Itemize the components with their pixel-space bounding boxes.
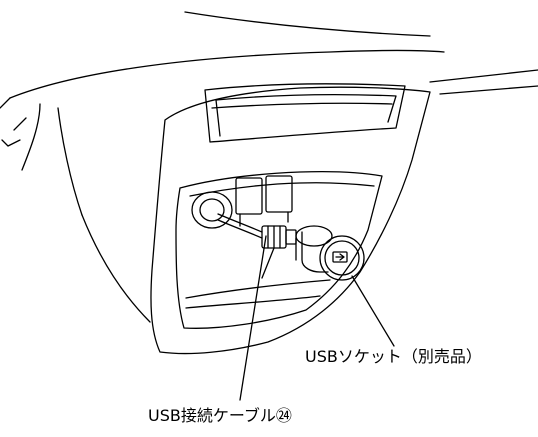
usb-socket-label: USBソケット（別売品）	[305, 347, 482, 366]
tray-floor	[186, 280, 330, 298]
upper-slot-inner	[216, 95, 396, 122]
lower-opening	[176, 172, 382, 329]
dashboard-top-edge	[185, 12, 430, 36]
usb-socket-rear	[296, 226, 332, 246]
usb-connector-head	[286, 230, 296, 244]
dashboard-right-edge	[430, 70, 538, 82]
upper-slot-outer	[205, 84, 405, 142]
usb-socket-barrel	[302, 232, 328, 272]
dashboard-upper-edge	[10, 51, 444, 99]
lower-opening-inner	[190, 183, 374, 196]
accessory-socket-inner	[200, 199, 224, 221]
upper-slot-lip	[212, 103, 392, 108]
switch-blank-1	[236, 178, 262, 214]
usb-socket-face-outer	[320, 236, 364, 280]
tray-floor-2	[186, 296, 320, 308]
dash-left-body	[22, 104, 40, 170]
dashboard-right-edge-2	[440, 86, 538, 94]
accessory-socket-outer	[192, 192, 232, 228]
dash-left-contour	[0, 98, 10, 108]
usb-port-symbol	[336, 254, 344, 260]
upper-slot-inner-2	[216, 100, 220, 136]
usb-socket-face-inner	[325, 241, 359, 275]
usb-cable-label: USB接続ケーブル㉔	[148, 406, 292, 425]
dash-left-flap	[2, 140, 20, 146]
usb-socket-leader-line	[352, 276, 394, 346]
usb-cable-line	[218, 214, 262, 232]
dash-left-small	[14, 118, 26, 130]
usb-cable-leader-line	[240, 236, 266, 400]
dash-left-body-3	[82, 215, 150, 322]
center-panel-outer	[151, 87, 430, 353]
switch-blank-2	[266, 176, 292, 212]
dash-left-body-2	[58, 108, 82, 215]
usb-cable-tail	[262, 248, 274, 278]
usb-socket-port	[333, 252, 347, 262]
usb-cable-line-2	[218, 220, 262, 238]
